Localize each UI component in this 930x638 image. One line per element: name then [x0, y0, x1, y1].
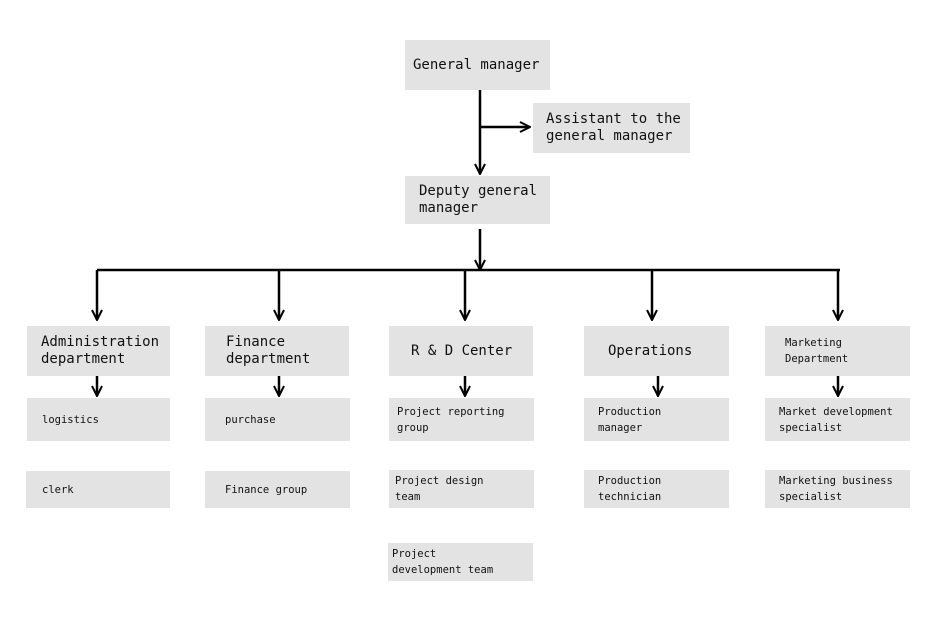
node-deputy-general-manager: Deputy general manager — [405, 176, 550, 224]
node-assistant-label: Assistant to the general manager — [546, 111, 681, 144]
node-administration-department: Administration department — [27, 326, 170, 376]
node-clerk: clerk — [26, 471, 170, 508]
node-operations-label: Operations — [608, 342, 693, 359]
node-finance-label: Finance department — [226, 334, 311, 367]
node-production-manager-label: Production manager — [598, 405, 662, 434]
node-marketing-business-specialist: Marketing business specialist — [765, 470, 910, 508]
node-production-manager: Production manager — [584, 398, 729, 441]
node-project-development-label: Project development team — [392, 548, 494, 576]
node-marketing-department: Marketing Department — [765, 326, 910, 376]
node-logistics: logistics — [27, 398, 170, 441]
node-admin-label: Administration department — [41, 334, 160, 367]
node-purchase: purchase — [205, 398, 350, 441]
node-project-reporting-label: Project reporting group — [397, 405, 505, 434]
node-marketing-business-label: Marketing business specialist — [779, 475, 893, 503]
node-logistics-label: logistics — [42, 413, 99, 426]
node-marketing-label: Marketing Department — [785, 337, 849, 365]
node-project-design-label: Project design team — [395, 475, 484, 503]
node-market-development-specialist: Market development specialist — [765, 398, 910, 441]
node-rd-label: R & D Center — [411, 342, 513, 359]
node-production-technician-label: Production technician — [598, 475, 662, 503]
node-finance-group: Finance group — [205, 471, 350, 508]
node-market-development-label: Market development specialist — [779, 405, 893, 434]
node-general-manager: General manager — [405, 40, 550, 90]
node-finance-department: Finance department — [205, 326, 349, 376]
node-project-design-team: Project design team — [389, 470, 534, 508]
node-purchase-label: purchase — [225, 413, 276, 426]
node-project-development-team: Project development team — [388, 543, 533, 581]
node-clerk-label: clerk — [42, 483, 74, 496]
node-project-reporting-group: Project reporting group — [389, 398, 534, 441]
node-deputy-label: Deputy general manager — [419, 183, 538, 216]
node-production-technician: Production technician — [584, 470, 729, 508]
node-assistant: Assistant to the general manager — [533, 103, 690, 153]
node-general-manager-label: General manager — [413, 56, 540, 73]
node-finance-group-label: Finance group — [225, 483, 308, 496]
node-rd-center: R & D Center — [389, 326, 533, 376]
node-operations: Operations — [584, 326, 729, 376]
